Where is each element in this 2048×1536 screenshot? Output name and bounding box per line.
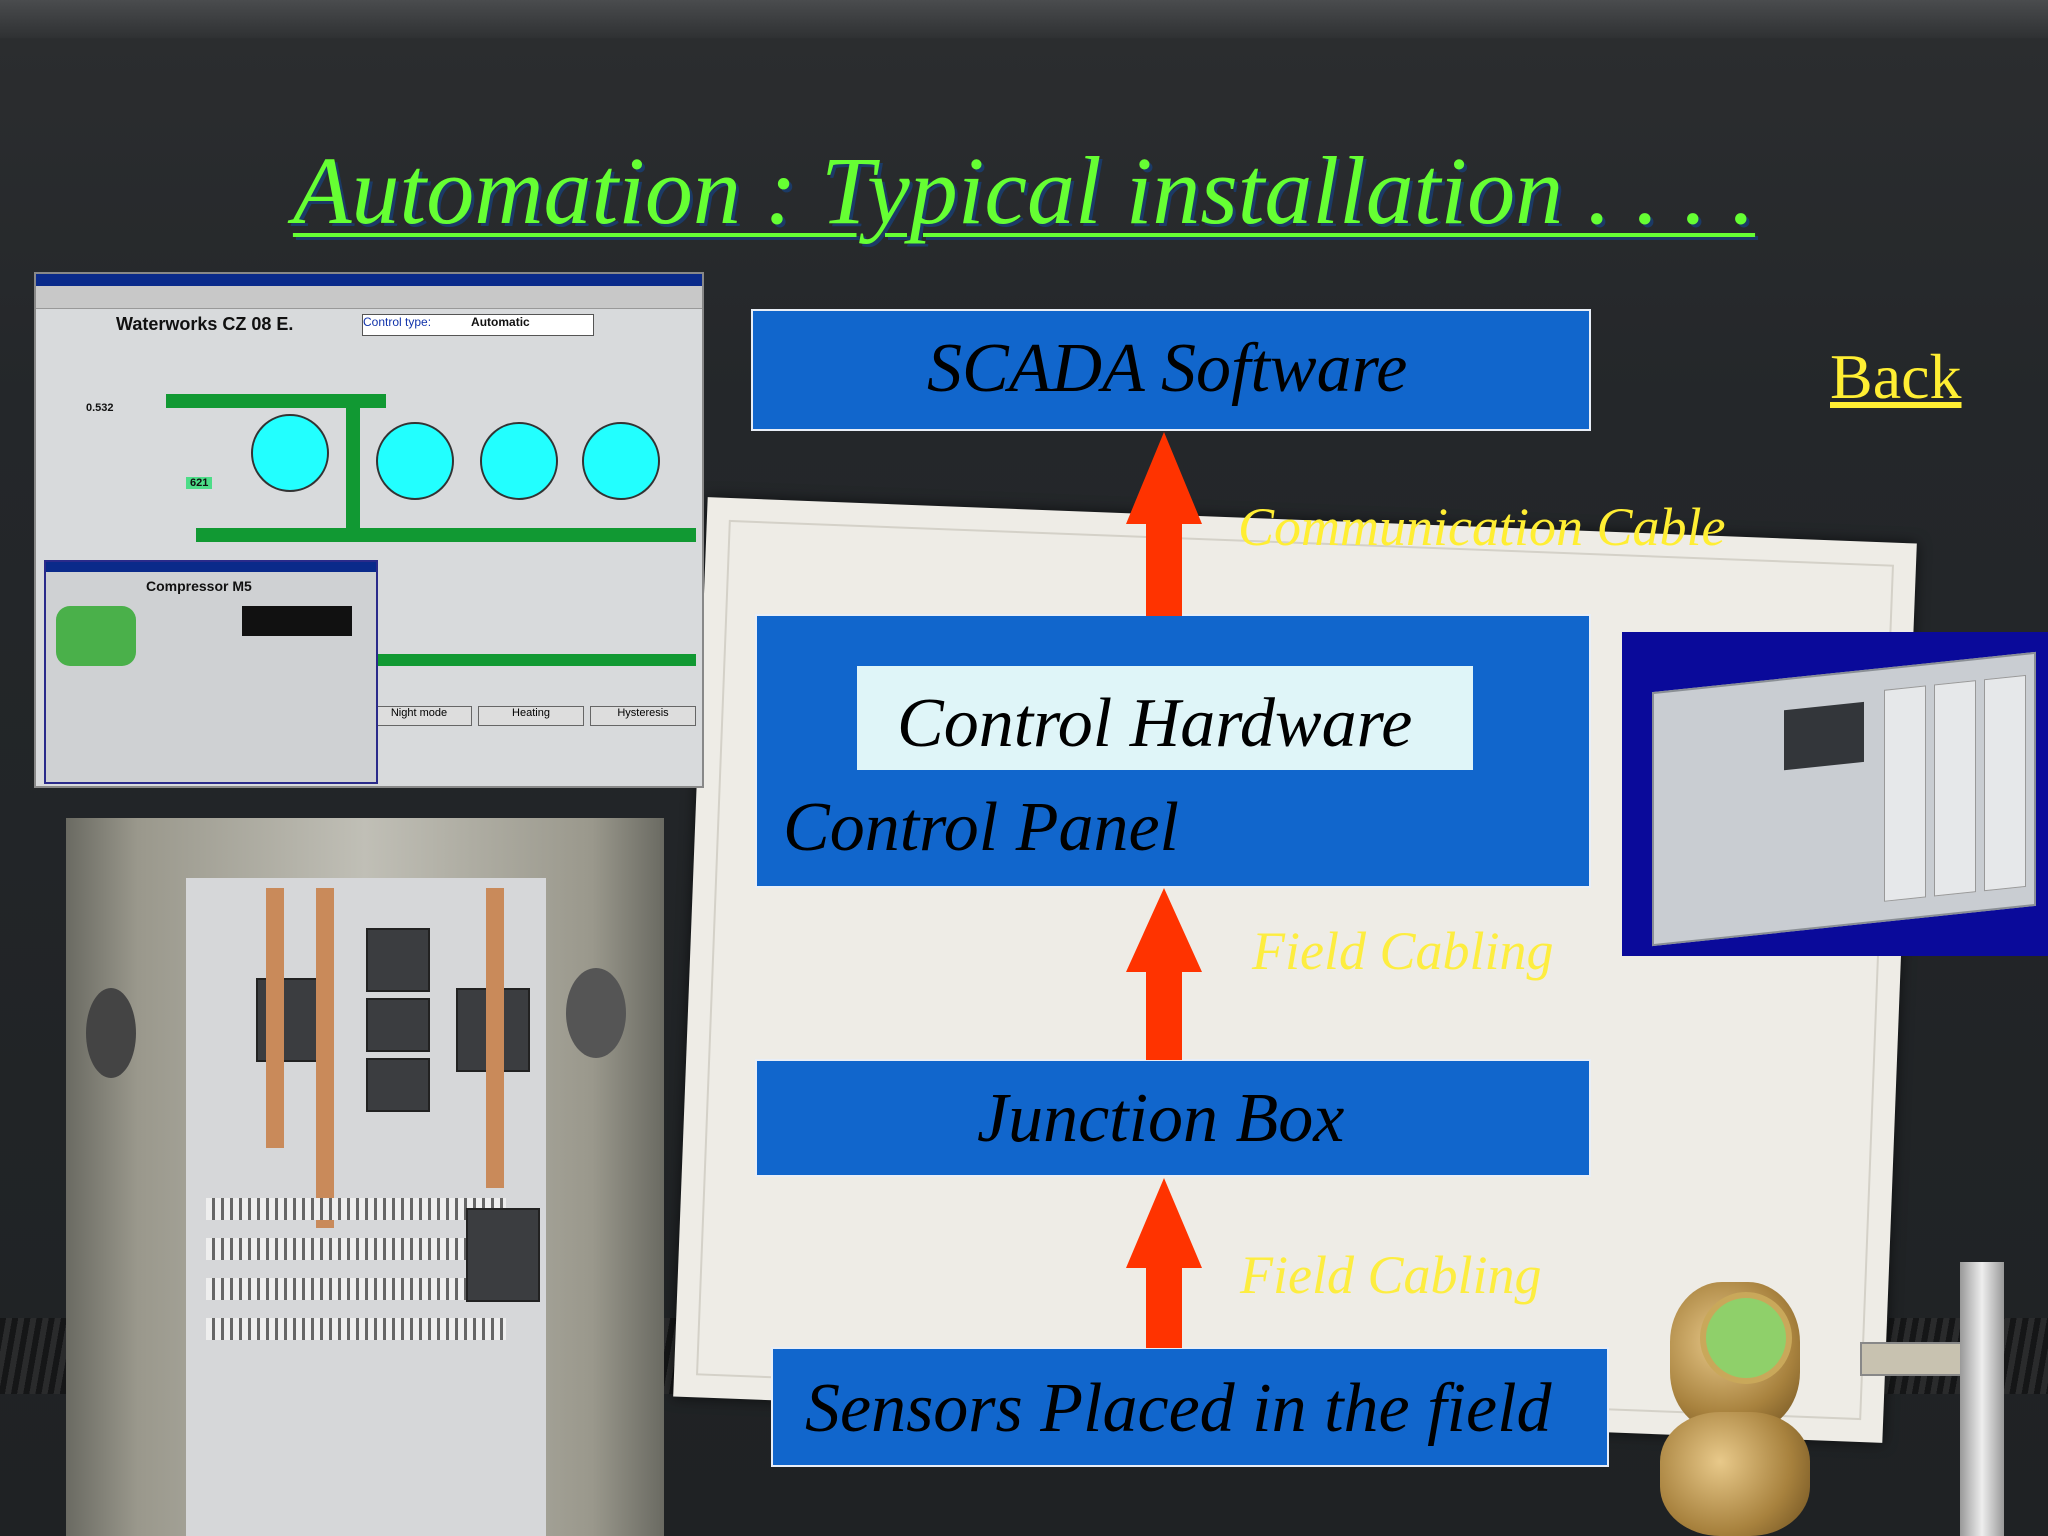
up-arrow-icon xyxy=(1126,1178,1202,1348)
scada-screenshot-image: Waterworks CZ 08 E. Control type:Automat… xyxy=(34,272,704,788)
compressor-panel: Compressor M5 xyxy=(44,560,378,784)
field-cabling-label-1: Field Cabling xyxy=(1252,921,1554,981)
communication-cable-label: Communication Cable xyxy=(1238,497,1726,557)
heating-button: Heating xyxy=(478,706,584,726)
control-panel-photo xyxy=(66,818,664,1536)
top-band xyxy=(0,0,2048,38)
up-arrow-icon xyxy=(1126,888,1202,1060)
sensors-label: Sensors Placed in the field xyxy=(805,1370,1552,1447)
field-sensor-photo xyxy=(1660,1262,2040,1536)
scada-software-label: SCADA Software xyxy=(927,330,1408,407)
night-mode-button: Night mode xyxy=(366,706,472,726)
scada-window-title: Waterworks CZ 08 E. xyxy=(116,314,294,334)
scada-control-type: Control type:Automatic xyxy=(362,314,594,336)
control-hardware-box: Control Hardware xyxy=(857,666,1473,770)
control-panel-label: Control Panel xyxy=(783,789,1180,866)
junction-box: Junction Box xyxy=(755,1059,1591,1177)
field-cabling-label-2: Field Cabling xyxy=(1240,1245,1542,1305)
hysteresis-button: Hysteresis xyxy=(590,706,696,726)
control-hardware-label: Control Hardware xyxy=(897,685,1413,762)
plc-hardware-photo xyxy=(1622,632,2048,956)
control-panel-box: Control Hardware Control Panel xyxy=(755,614,1591,888)
pressure-readout: 621 xyxy=(186,477,213,489)
up-arrow-icon xyxy=(1126,432,1202,616)
slide-title: Automation : Typical installation . . . … xyxy=(292,137,1756,244)
gauge-readout: 0.532 xyxy=(86,402,114,414)
sensors-box: Sensors Placed in the field xyxy=(771,1347,1609,1467)
scada-software-box: SCADA Software xyxy=(751,309,1591,431)
back-link[interactable]: Back xyxy=(1830,341,1962,412)
junction-box-label: Junction Box xyxy=(977,1080,1345,1157)
